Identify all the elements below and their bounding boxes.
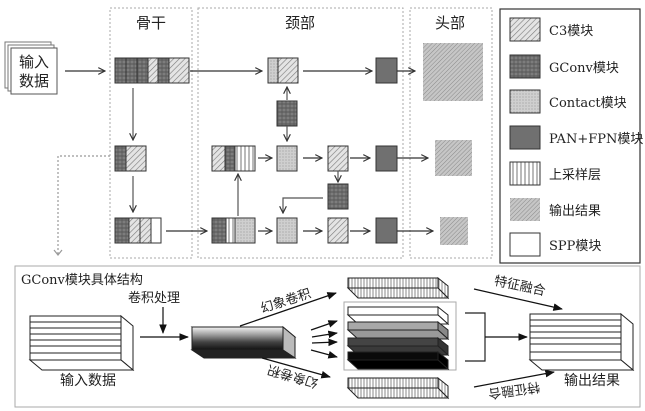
backbone-section <box>109 7 193 259</box>
neck-concat-block-2 <box>211 145 256 172</box>
legend-label: SPP模块 <box>549 239 601 254</box>
conv-process-label: 卷积处理 <box>128 290 180 306</box>
dashed-link-to-gconv-detail <box>57 155 110 254</box>
input-data-label: 输入数据 <box>60 373 116 389</box>
neck-section <box>197 7 404 259</box>
neck-concat-block-1 <box>267 57 299 84</box>
arrow <box>311 338 338 347</box>
neck-concat-block-3 <box>211 217 256 244</box>
feature-fusion-label-bottom: 特征融合 <box>487 378 541 400</box>
legend-item-contact: Contact模块 <box>509 89 627 114</box>
neck-contact-block-3 <box>276 217 298 244</box>
legend-item-gconv: GConv模块 <box>509 54 619 79</box>
arrow <box>283 197 323 213</box>
conv-tensor-block <box>190 325 297 359</box>
output-medium <box>435 140 472 176</box>
input-label-line2: 数据 <box>19 72 49 90</box>
neck-contact-block-2 <box>276 145 298 172</box>
arrow <box>239 292 337 327</box>
neck-c3-block-2 <box>327 145 349 172</box>
legend-label: Contact模块 <box>549 96 627 111</box>
legend-item-output: 输出结果 <box>510 198 601 221</box>
legend-label: GConv模块 <box>549 61 619 76</box>
legend-item-panfpn: PAN+FPN模块 <box>509 125 643 150</box>
panfpn-block-3 <box>375 217 398 244</box>
arrow <box>311 330 338 339</box>
head-title: 头部 <box>435 14 465 32</box>
backbone-block-1 <box>114 57 190 84</box>
output-result-label: 输出结果 <box>564 373 620 389</box>
arrow <box>310 349 338 359</box>
input-label-line1: 输入 <box>19 53 49 71</box>
neck-gconv-block-2 <box>327 183 349 210</box>
legend-label: C3模块 <box>549 24 593 39</box>
legend-item-upsample: 上采样层 <box>509 161 601 186</box>
neck-gconv-block-1 <box>276 100 298 127</box>
arrow <box>261 357 331 379</box>
backbone-block-2 <box>114 145 147 172</box>
backbone-block-3 <box>114 217 162 244</box>
panfpn-block-2 <box>375 145 398 172</box>
arrow <box>310 320 338 331</box>
panfpn-block-1 <box>375 57 398 84</box>
ghost-feature-slab-bottom <box>346 376 450 400</box>
output-large <box>423 43 483 101</box>
neck-title: 颈部 <box>285 14 315 32</box>
legend-item-spp: SPP模块 <box>509 232 601 257</box>
head-section <box>409 7 493 259</box>
neck-c3-block-3 <box>327 217 349 244</box>
legend-label: PAN+FPN模块 <box>549 132 643 147</box>
legend-label: 上采样层 <box>549 168 601 183</box>
output-tensor-block <box>528 312 635 372</box>
legend-label: 输出结果 <box>549 203 601 219</box>
input-data-block: 输入 数据 <box>4 41 58 95</box>
gconv-detail-title: GConv模块具体结构 <box>21 273 143 288</box>
output-small <box>440 217 468 245</box>
backbone-title: 骨干 <box>136 14 166 32</box>
arrow <box>473 369 555 388</box>
legend-item-c3: C3模块 <box>509 17 593 42</box>
feature-stack <box>346 305 450 371</box>
input-tensor-block <box>28 314 135 372</box>
ghost-feature-slab-top <box>346 276 450 300</box>
arrow <box>473 288 563 311</box>
